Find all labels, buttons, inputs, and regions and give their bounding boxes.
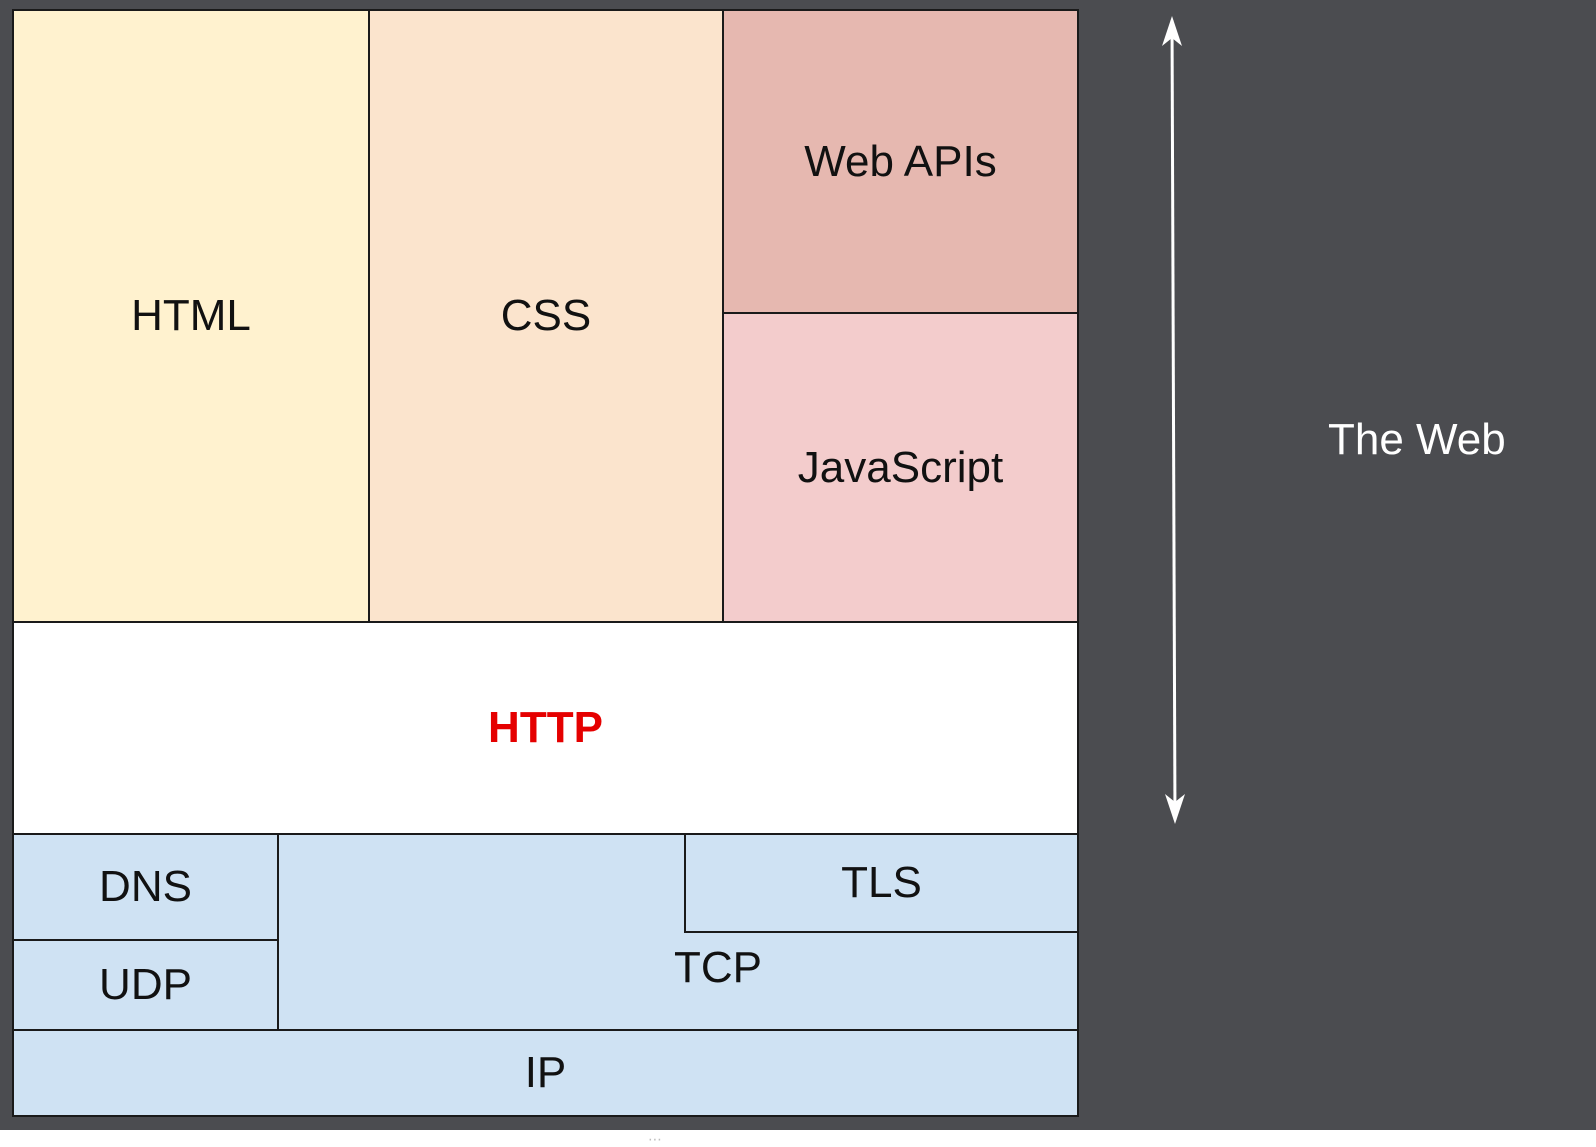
udp-layer: UDP [12,939,279,1031]
web-apis-layer-label: Web APIs [804,136,997,186]
dns-layer: DNS [12,833,279,941]
arrow-head-down [1165,794,1185,824]
arrow-shaft [1170,19,1177,821]
http-layer-label: HTTP [488,703,603,752]
javascript-layer: JavaScript [722,312,1079,623]
dns-layer-label: DNS [99,862,192,911]
ip-layer: IP [12,1029,1079,1117]
web-apis-layer: Web APIs [722,9,1079,314]
javascript-layer-label: JavaScript [797,442,1004,492]
tcp-layer-label: TCP [674,943,762,992]
tls-layer-label: TLS [841,858,922,907]
udp-layer-label: UDP [99,960,192,1009]
html-layer-label: HTML [131,291,251,340]
resize-handle-icon[interactable]: ⋯ [648,1131,663,1147]
the-web-label: The Web [1328,415,1506,464]
tls-layer: TLS [684,833,1079,933]
css-layer-label: CSS [500,291,592,340]
ip-layer-label: IP [524,1048,567,1097]
http-layer: HTTP [12,621,1079,835]
arrow-head-up [1162,16,1182,46]
vertical-double-arrow-icon [1162,16,1185,824]
css-layer: CSS [368,9,724,623]
html-layer: HTML [12,9,370,623]
